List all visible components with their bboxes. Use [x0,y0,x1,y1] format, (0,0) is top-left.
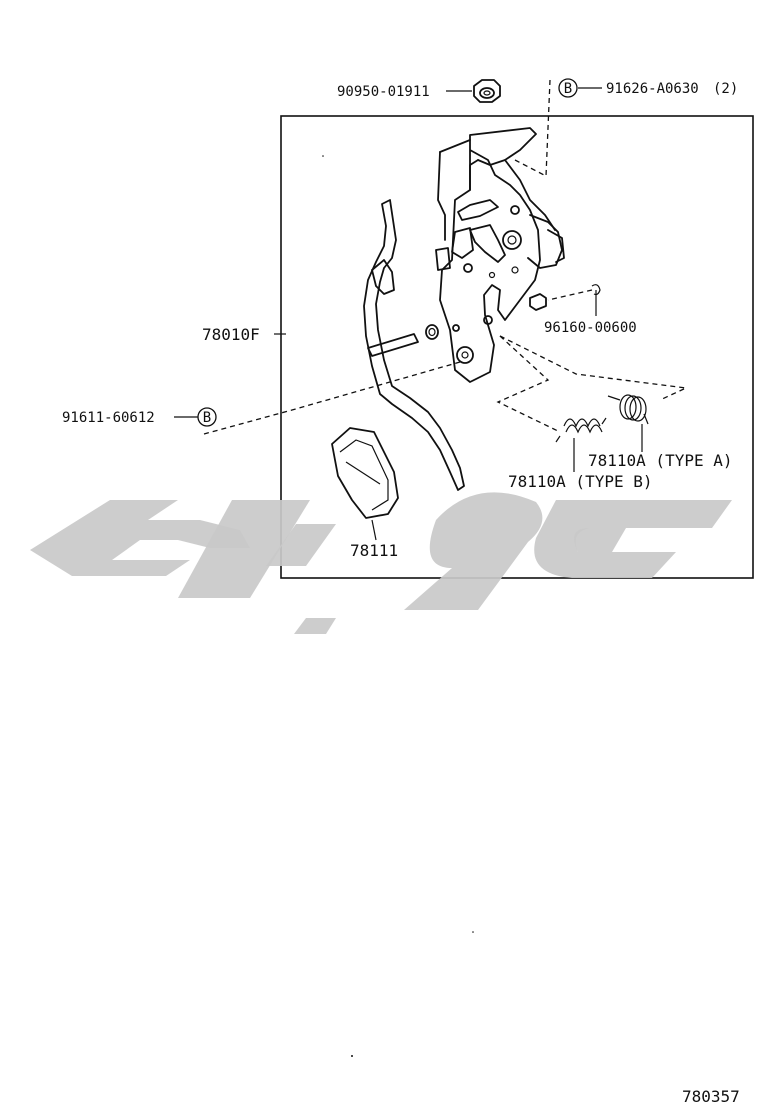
leader-lines [174,87,643,541]
label-assembly: 78010F [202,325,260,344]
pivot-shaft [367,324,439,357]
label-bolt-lower: 91611-60612 [62,410,155,426]
label-spring-b: 78110A (TYPE B) [508,472,653,491]
speck [472,931,474,933]
bushing-part [529,284,601,311]
label-pad: 78111 [350,541,398,560]
bolt-marker-letter: B [564,81,572,97]
assembly-dash-lines [203,79,689,435]
label-bolt: 91626-A0630 [606,81,699,97]
bolt-marker: B [558,78,578,98]
spring-type-a [607,394,649,425]
bolt-lower-marker: B [197,407,217,427]
label-bolt-qty: (2) [713,81,738,97]
pedal-arm [363,199,465,491]
nut-part [473,79,501,103]
bolt-lower-marker-letter: B [203,410,211,426]
pedal-bracket [435,127,565,383]
spring-type-b [555,417,607,443]
label-nut: 90950-01911 [337,84,430,100]
pedal-pad [331,427,399,519]
label-bushing: 96160-00600 [544,320,637,336]
label-spring-a: 78110A (TYPE A) [588,451,733,470]
speck [322,155,324,157]
speck [351,1055,353,1057]
assembly-frame [280,115,754,579]
diagram-number: 780357 [682,1087,740,1106]
watermark-logo [30,492,732,634]
